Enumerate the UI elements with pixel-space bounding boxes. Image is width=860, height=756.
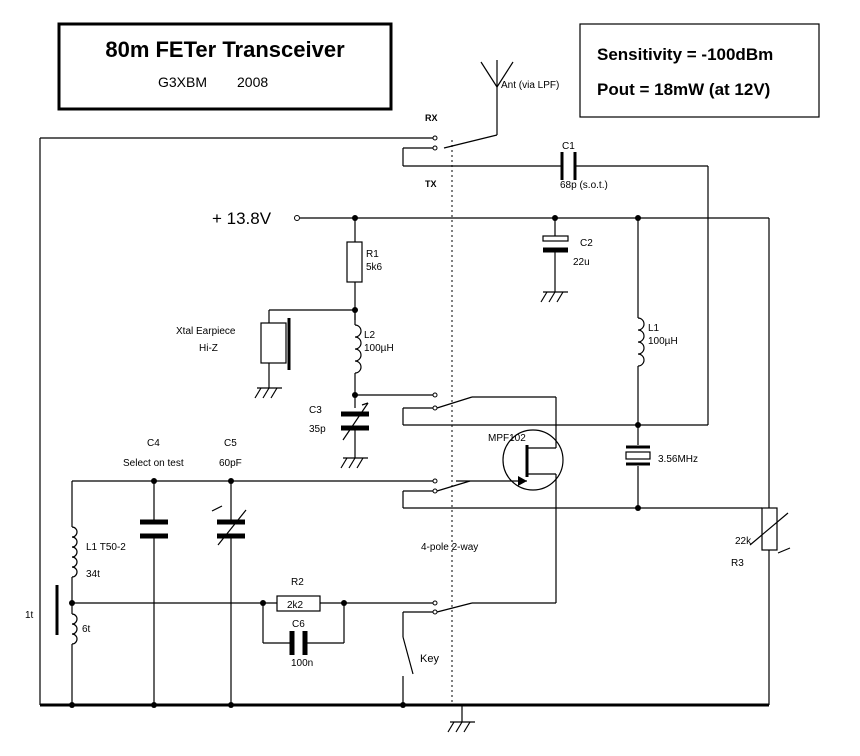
l1-ref: L1 — [648, 323, 660, 334]
key-label: Key — [420, 653, 439, 665]
r2-ref: R2 — [291, 577, 304, 588]
ground-rail — [40, 702, 769, 733]
title-box-border — [57, 22, 393, 111]
l2-ref: L2 — [364, 330, 376, 341]
capacitor-c4: C4 Select on test — [123, 438, 184, 705]
c5-ref: C5 — [224, 438, 237, 449]
antenna-label: Ant (via LPF) — [501, 80, 559, 91]
fet-mpf102: MPF102 — [456, 429, 564, 603]
antenna-symbol: Ant (via LPF) — [443, 60, 559, 149]
fet-ref: MPF102 — [488, 433, 526, 444]
inductor-l2: L2 100µH — [352, 310, 433, 408]
resistor-r2: R2 2k2 — [72, 577, 433, 612]
earpiece-label-2: Hi-Z — [199, 343, 218, 354]
crystal-xtal: 3.56MHz — [625, 445, 698, 511]
switch-pole-3 — [72, 478, 471, 508]
year-text: 2008 — [237, 74, 268, 90]
l1-value: 100µH — [648, 336, 678, 347]
r1-value: 5k6 — [366, 262, 383, 273]
l2-value: 100µH — [364, 343, 394, 354]
switch-pole-4 — [402, 600, 556, 637]
c6-value: 100n — [291, 658, 313, 669]
c3-value: 35p — [309, 424, 326, 435]
c6-ref: C6 — [292, 619, 305, 630]
capacitor-c1: C1 68p (s.o.t.) — [403, 141, 709, 426]
c1-ref: C1 — [562, 141, 575, 152]
sensitivity-text: Sensitivity = -100dBm — [597, 45, 773, 64]
c3-ref: C3 — [309, 405, 322, 416]
r3-value: 22k — [735, 536, 752, 547]
t50-ref: L1 T50-2 — [86, 542, 126, 553]
c4-ref: C4 — [147, 438, 160, 449]
supply-label: + 13.8V — [212, 209, 272, 228]
t50-link: 1t — [25, 610, 34, 621]
morse-key: Key — [402, 636, 439, 705]
earpiece-label-1: Xtal Earpiece — [176, 326, 236, 337]
rx-tx-switch: RX TX — [40, 113, 562, 189]
xtal-value: 3.56MHz — [658, 454, 698, 465]
capacitor-c6: C6 100n — [262, 603, 345, 669]
capacitor-c5: C5 60pF — [211, 438, 247, 705]
author-text: G3XBM — [158, 74, 207, 90]
c5-value: 60pF — [219, 458, 242, 469]
rx-label: RX — [425, 113, 438, 123]
spec-box: Sensitivity = -100dBm Pout = 18mW (at 12… — [579, 23, 820, 118]
inductor-l1: L1 100µH — [635, 218, 678, 445]
resistor-r3: 22k R3 — [731, 507, 791, 705]
resistor-r1: R1 5k6 — [346, 218, 383, 320]
tx-label: TX — [425, 179, 437, 189]
inductor-t50-2: L1 T50-2 34t 6t 1t — [25, 138, 126, 705]
capacitor-c3: C3 35p — [309, 402, 369, 469]
c4-value: Select on test — [123, 458, 184, 469]
c1-value: 68p (s.o.t.) — [560, 180, 608, 191]
r3-ref: R3 — [731, 558, 744, 569]
c2-value: 22u — [573, 257, 590, 268]
switch-pole-2 — [402, 392, 557, 430]
title-text: 80m FETer Transceiver — [105, 37, 345, 62]
c2-ref: C2 — [580, 238, 593, 249]
capacitor-c2: C2 22u — [540, 218, 593, 303]
spec-box-border — [579, 23, 820, 118]
t50-turns-tap: 6t — [82, 624, 91, 635]
switch-label: 4-pole 2-way — [421, 542, 478, 553]
t50-turns-main: 34t — [86, 569, 100, 580]
xtal-earpiece: Xtal Earpiece Hi-Z — [176, 309, 355, 399]
r2-value: 2k2 — [287, 600, 304, 611]
supply-rail: + 13.8V — [212, 209, 770, 508]
r1-ref: R1 — [366, 249, 379, 260]
title-box: 80m FETer Transceiver G3XBM 2008 — [57, 22, 393, 111]
pout-text: Pout = 18mW (at 12V) — [597, 80, 770, 99]
